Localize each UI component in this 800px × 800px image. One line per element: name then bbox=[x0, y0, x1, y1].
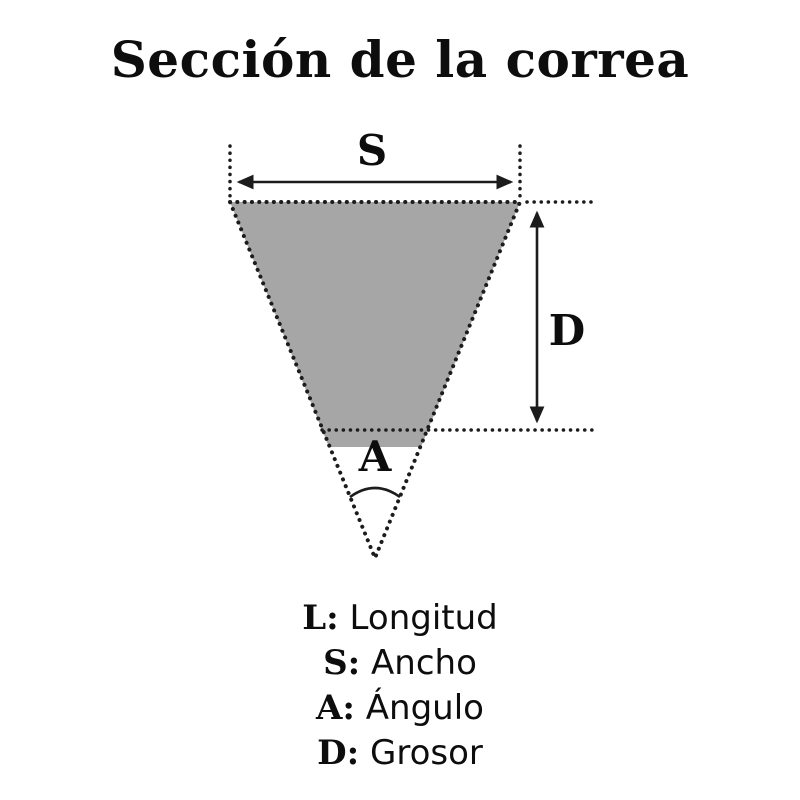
angle-arc bbox=[349, 486, 401, 499]
legend-term: Ancho bbox=[371, 643, 477, 683]
legend-term: Longitud bbox=[349, 598, 498, 638]
page-title: Sección de la correa bbox=[110, 30, 690, 89]
legend-key: L: bbox=[302, 598, 339, 638]
legend-key: A: bbox=[316, 688, 355, 728]
legend-item-thickness: D: Grosor bbox=[0, 731, 800, 776]
thickness-label: D bbox=[549, 306, 585, 355]
legend-item-width: S: Ancho bbox=[0, 641, 800, 686]
legend-key: S: bbox=[323, 643, 361, 683]
belt-shape-fill bbox=[230, 202, 520, 447]
width-label: S bbox=[357, 126, 387, 175]
legend-item-angle: A: Ángulo bbox=[0, 686, 800, 731]
belt-outline-dotted bbox=[227, 200, 523, 564]
legend-item-length: L: Longitud bbox=[0, 596, 800, 641]
angle-label: A bbox=[358, 432, 393, 481]
legend-term: Ángulo bbox=[365, 688, 484, 728]
legend-term: Grosor bbox=[369, 733, 483, 773]
legend: L: Longitud S: Ancho A: Ángulo D: Grosor bbox=[0, 596, 800, 776]
legend-key: D: bbox=[317, 733, 360, 773]
